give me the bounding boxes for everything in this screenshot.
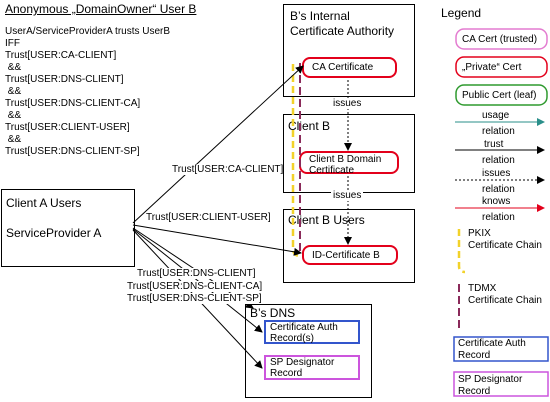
trust-rule-line: &&	[5, 110, 22, 121]
legend-ca-record-shape	[453, 336, 549, 362]
sp-designator-record: SP Designator Record	[264, 355, 360, 380]
legend-issues-label: relation	[482, 184, 515, 195]
client-b-cert-label: Certificate	[309, 165, 355, 176]
legend-usage-label: relation	[482, 126, 515, 137]
legend-sp-record-label: SP Designator	[458, 374, 523, 385]
id-certificate-b: ID-Certificate B	[302, 245, 398, 265]
legend-sp-record-label: Record	[458, 386, 491, 397]
legend-trust-label: trust	[484, 139, 504, 150]
trust-rule-line: Trust[USER:DNS-CLIENT]	[5, 74, 124, 85]
legend-trust-label: relation	[482, 155, 515, 166]
trust-arrow-dns-client-ca	[132, 228, 263, 333]
trust-rule-line: &&	[5, 62, 22, 73]
ca-auth-record-label: Certificate Auth	[270, 322, 338, 333]
trust-rule-line: &&	[5, 86, 22, 97]
legend-pkix-label: Certificate Chain	[468, 240, 542, 251]
trust-rule-line: Trust[USER:DNS-CLIENT-SP]	[5, 146, 140, 157]
trust-rule-line: &&	[5, 134, 22, 145]
legend-private-cert-label: „Private“ Cert	[462, 62, 522, 73]
trust-rule-line: Trust[USER:CA-CLIENT]	[5, 50, 117, 61]
legend-ca-record-label: Certificate Auth	[458, 338, 526, 349]
trust-rule-line: IFF	[5, 38, 20, 49]
legend-knows-label: relation	[482, 212, 515, 223]
legend-tdmx-label: Certificate Chain	[468, 295, 542, 306]
client-b-users-title: Client B Users	[288, 213, 365, 227]
trust-label-dns-client-sp: Trust[USER:DNS-CLIENT-SP]	[127, 293, 262, 304]
issues-label: issues	[331, 190, 364, 201]
service-provider-a-label: ServiceProvider A	[6, 226, 102, 240]
client-b-title: Client B	[288, 119, 331, 133]
issues-label: issues	[331, 98, 364, 109]
id-certificate-b-label: ID-Certificate B	[312, 250, 380, 261]
legend-knows-label: knows	[482, 196, 511, 207]
legend-pkix-chain	[457, 229, 466, 274]
trust-arrow-ca-client	[132, 65, 304, 224]
trust-label-dns-client: Trust[USER:DNS-CLIENT]	[137, 268, 256, 279]
pkix-chain	[291, 64, 301, 258]
trust-label-ca-client: Trust[USER:CA-CLIENT]	[172, 164, 284, 175]
ca-box: B’s Internal Certificate Authority	[283, 4, 415, 97]
dns-box: B’s DNS	[245, 304, 372, 398]
ca-box-title: B’s Internal	[290, 9, 350, 23]
dns-box-title: B’s DNS	[250, 306, 296, 320]
legend-ca-cert-shape	[455, 28, 548, 50]
ca-auth-record: Certificate Auth Record(s)	[264, 320, 360, 344]
sp-designator-record-label: SP Designator	[270, 357, 335, 368]
trust-rule-line: UserA/ServiceProviderA trusts UserB	[5, 26, 171, 37]
legend-private-cert-shape	[455, 56, 548, 78]
legend-public-cert-label: Public Cert (leaf)	[462, 90, 537, 101]
ca-certificate-label: CA Certificate	[312, 62, 374, 73]
trust-label-client-user: Trust[USER:CLIENT-USER]	[146, 212, 271, 223]
legend-issues-label: issues	[482, 168, 511, 179]
client-b-cert-label: Client B Domain	[309, 154, 382, 165]
legend-sp-record-shape	[453, 371, 549, 397]
legend-tdmx-label: TDMX	[468, 283, 497, 294]
client-a-users-label: Client A Users	[6, 196, 82, 210]
trust-rule-line: Trust[USER:DNS-CLIENT-CA]	[5, 98, 141, 109]
trust-rule-line: Trust[USER:CLIENT-USER]	[5, 122, 130, 133]
legend-public-cert-shape	[455, 84, 548, 106]
sp-designator-record-label: Record	[270, 368, 303, 379]
trust-arrow-client-user	[132, 224, 302, 256]
legend-title: Legend	[441, 6, 482, 20]
ca-box-title: Certificate Authority	[290, 24, 395, 38]
trust-label-dns-client-ca: Trust[USER:DNS-CLIENT-CA]	[127, 281, 263, 292]
legend-ca-record-label: Record	[458, 350, 491, 361]
legend-usage-label: usage	[482, 110, 510, 121]
legend-pkix-label: PKIX	[468, 228, 491, 239]
ca-auth-record-label: Record(s)	[270, 333, 314, 344]
page-title: Anonymous „DomainOwner“ User B	[5, 2, 197, 16]
client-a-box: Client A Users ServiceProvider A	[1, 189, 135, 267]
legend-ca-cert-label: CA Cert (trusted)	[462, 34, 538, 45]
ca-certificate: CA Certificate	[302, 57, 397, 78]
